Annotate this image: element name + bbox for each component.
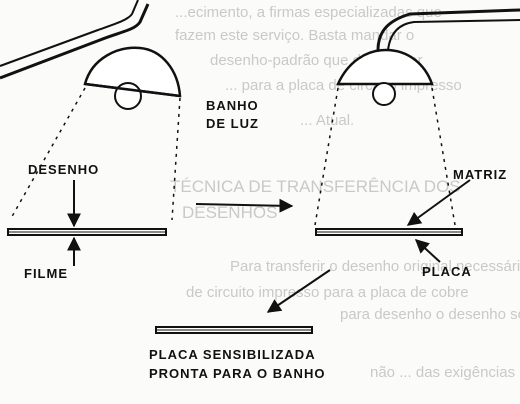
ghost-line: não ... das exigências ...	[370, 364, 520, 381]
sensitized-plate	[155, 326, 313, 334]
matrix-label: MATRIZ	[453, 167, 508, 182]
right-light-cone-left	[314, 87, 339, 226]
ghost-line: ... Atual.	[300, 112, 355, 129]
left-lamp-shade	[83, 46, 182, 98]
left-light-cone-right	[171, 97, 181, 221]
right-lamp	[314, 8, 520, 226]
matrix-arrow	[406, 179, 471, 226]
ghost-line: TÉCNICA DE TRANSFERÊNCIA DOS	[170, 177, 461, 196]
step-arrow-down	[266, 269, 331, 313]
right-lamp-cable-inner	[387, 19, 520, 51]
left-plate-assembly	[7, 180, 167, 266]
ghost-line: para desenho o desenho sobre a	[340, 306, 520, 323]
drawing-label: DESENHO	[28, 162, 100, 177]
plate-label: PLACA	[422, 264, 472, 279]
ghost-line: DESENHOS	[182, 203, 278, 222]
right-lamp-bulb	[372, 82, 396, 106]
left-lamp-cable	[0, 3, 150, 80]
ghost-line: Para transferir o desenho original neces…	[230, 258, 520, 275]
ghost-line: fazem este serviço. Basta mandar o	[175, 27, 415, 44]
right-lamp-cable	[376, 8, 520, 51]
bath-label-line2: DE LUZ	[206, 116, 259, 131]
bath-label-line1: BANHO	[206, 98, 259, 113]
left-lamp	[0, 0, 182, 221]
sensitized-plate-label-line2: PRONTA PARA O BANHO	[149, 366, 326, 381]
left-light-cone-left	[9, 87, 86, 221]
right-lamp-shade	[336, 48, 434, 86]
left-lamp-cable-inner	[0, 0, 139, 67]
film-label: FILME	[24, 266, 68, 281]
right-plate-assembly	[315, 179, 471, 263]
left-lamp-bulb	[114, 82, 142, 110]
ghost-line: de circuito impresso para a placa de cob…	[186, 284, 469, 301]
ghost-line: ...ecimento, a firmas especializadas que	[175, 4, 442, 21]
step-arrow-right	[195, 198, 294, 213]
sensitized-plate-label-line1: PLACA SENSIBILIZADA	[149, 347, 316, 362]
plate-arrow	[414, 239, 441, 263]
